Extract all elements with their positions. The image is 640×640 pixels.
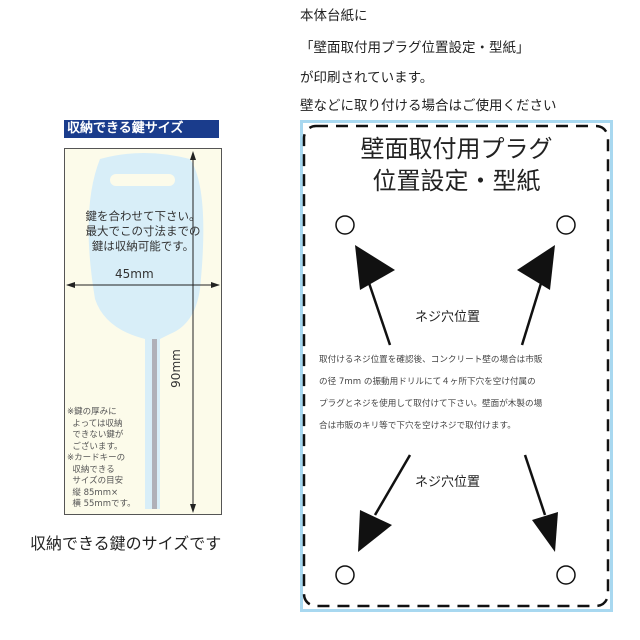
instruction-line: プラグとネジを使用して取付けて下さい。壁面が木製の場 [319,399,543,409]
instruction-line: 取付けるネジ位置を確認後、コンクリート壁の場合は市販 [319,355,543,365]
intro-line: 壁などに取り付ける場合はご使用ください [300,98,557,114]
template-drawing [302,124,610,608]
screw-hole [335,215,355,235]
key-size-header: 収納できる鍵サイズ [64,120,219,138]
screw-label-top: ネジ穴位置 [415,310,481,325]
key-notes: ※鍵の厚みに よっては収納 できない鍵が ございます。 ※カードキーの 収納でき… [67,407,136,509]
intro-line: 本体台紙に [300,8,368,24]
screw-hole [335,565,355,585]
key-instruction: 鍵を合わせて下さい。 [85,209,201,223]
key-instruction: 最大でこの寸法までの [85,224,201,238]
screw-label-bottom: ネジ穴位置 [415,475,481,490]
intro-line: が印刷されています。 [300,70,434,86]
width-label: 45mm [115,267,154,281]
intro-line: 「壁面取付用プラグ位置設定・型紙」 [300,40,530,56]
key-illustration [66,151,220,513]
instruction-line: 合は市販のキリ等で下穴を空けネジで取付けます。 [319,421,516,431]
screw-hole [556,565,576,585]
key-instruction: 鍵は収納可能です。 [91,239,195,253]
template-panel: 壁面取付用プラグ 位置設定・型紙 ネジ穴位置 ネジ穴位置 取付けるネジ位置を確認… [300,120,613,612]
instruction-line: の径 7mm の振動用ドリルにて４ヶ所下穴を空け付属の [319,377,536,387]
key-size-caption: 収納できる鍵のサイズです [30,534,222,553]
template-title: 壁面取付用プラグ [360,135,553,163]
template-title: 位置設定・型紙 [372,167,541,195]
height-label: 90mm [168,349,184,388]
key-size-box: 鍵を合わせて下さい。 最大でこの寸法までの 鍵は収納可能です。 45mm 90m… [64,148,222,515]
screw-hole [556,215,576,235]
